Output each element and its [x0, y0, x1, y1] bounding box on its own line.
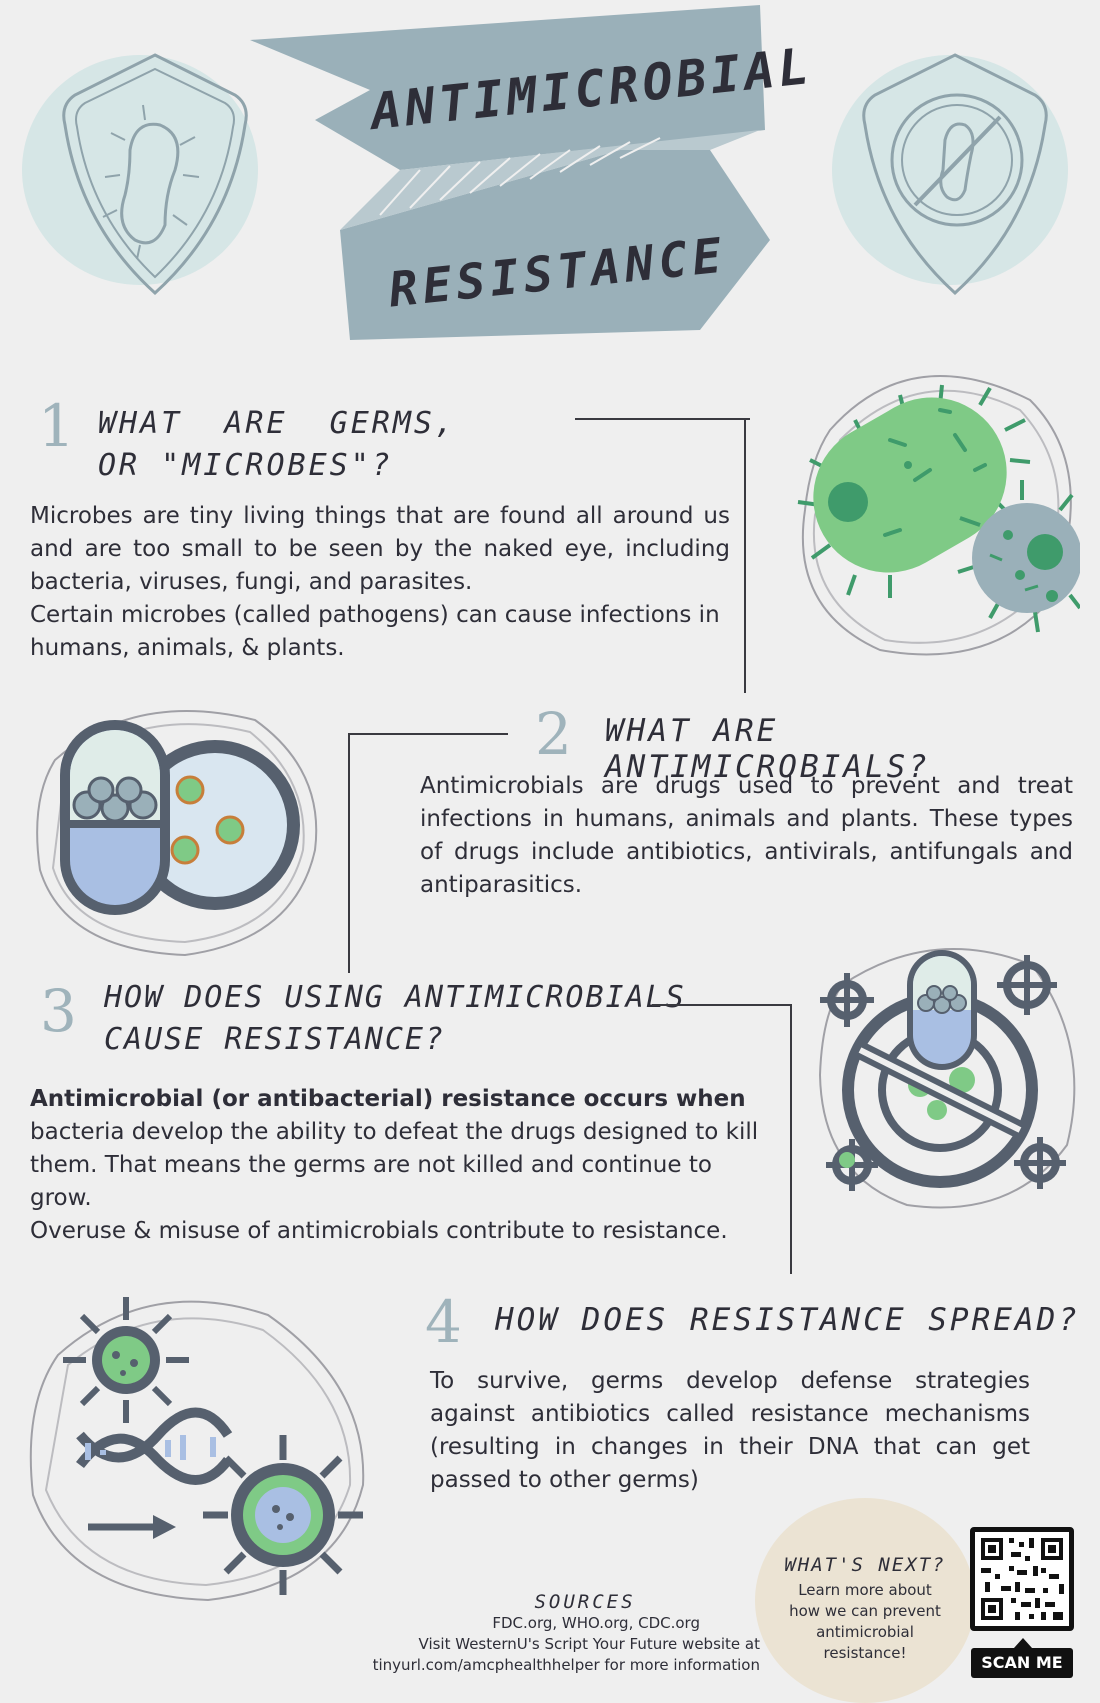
section2-heading: WHAT ARE ANTIMICROBIALS? [605, 713, 930, 785]
connector-line [575, 418, 750, 420]
resistant-virus-icon [818, 948, 1076, 1209]
sources-visit-text: Visit WesternU's Script Your Future webs… [418, 1635, 760, 1653]
section3-heading-line2: CAUSE RESISTANCE? [104, 1022, 446, 1057]
dna-transfer-icon [29, 1297, 365, 1602]
sources-list: FDC.org, WHO.org, CDC.org [492, 1614, 700, 1632]
section3-paragraph1: bacteria develop the ability to defeat t… [30, 1119, 759, 1211]
qr-code-icon [981, 1538, 1064, 1620]
section1-paragraph1: Microbes are tiny living things that are… [30, 503, 730, 595]
scan-me-pointer [1014, 1638, 1032, 1648]
whats-next-text: WHAT'S NEXT? Learn more about how we can… [770, 1555, 960, 1664]
qr-code[interactable] [970, 1527, 1074, 1631]
connector-line [744, 418, 746, 693]
section3-number: 3 [40, 977, 77, 1045]
whats-next-line: resistance! [823, 1644, 907, 1662]
section4-number: 4 [425, 1288, 462, 1356]
section3-paragraph2: Overuse & misuse of antimicrobials contr… [30, 1218, 728, 1244]
header: ANTIMICROBIAL RESISTANCE [0, 0, 1100, 360]
title-banner [250, 5, 770, 340]
no-bacteria-shield-icon [832, 53, 1068, 296]
connector-line [652, 1004, 792, 1006]
whats-next-line: how we can prevent [789, 1602, 941, 1620]
whats-next-line: antimicrobial [816, 1623, 914, 1641]
connector-line [348, 733, 508, 735]
whats-next-badge [755, 1498, 975, 1703]
section1-number: 1 [38, 392, 75, 460]
section4-body: To survive, germs develop defense strate… [430, 1365, 1030, 1497]
section3-heading-line1: HOW DOES USING ANTIMICROBIALS [104, 980, 686, 1015]
section2-number: 2 [535, 700, 572, 768]
section1-heading-line2: OR "MICROBES"? [98, 448, 393, 483]
section2-body: Antimicrobials are drugs used to prevent… [420, 770, 1073, 902]
whats-next-title: WHAT'S NEXT? [784, 1554, 946, 1576]
whats-next-line: Learn more about [798, 1581, 932, 1599]
scan-me-label[interactable]: SCAN ME [971, 1648, 1073, 1678]
connector-line [348, 733, 350, 973]
section2-paragraph1: Antimicrobials are drugs used to prevent… [420, 773, 1073, 898]
section1-body: Microbes are tiny living things that are… [30, 500, 730, 665]
pill-petri-dish-icon [36, 710, 318, 957]
section3-body: Antimicrobial (or antibacterial) resista… [30, 1083, 770, 1248]
bacteria-virus-icon [797, 375, 1080, 656]
bacteria-shield-icon [22, 53, 258, 296]
section3-bold-lead: Antimicrobial (or antibacterial) resista… [30, 1086, 746, 1112]
sources-link[interactable]: tinyurl.com/amcphealthhelper for more in… [372, 1656, 760, 1674]
section1-paragraph2: Certain microbes (called pathogens) can … [30, 602, 720, 661]
section4-paragraph1: To survive, germs develop defense strate… [430, 1368, 1030, 1493]
sources-title: SOURCES [534, 1591, 636, 1613]
section1-heading-line1: WHAT ARE GERMS, [98, 406, 457, 441]
sources-block: SOURCES FDC.org, WHO.org, CDC.org Visit … [330, 1592, 760, 1676]
section4-heading: HOW DOES RESISTANCE SPREAD? [495, 1302, 1080, 1338]
connector-line [790, 1004, 792, 1274]
